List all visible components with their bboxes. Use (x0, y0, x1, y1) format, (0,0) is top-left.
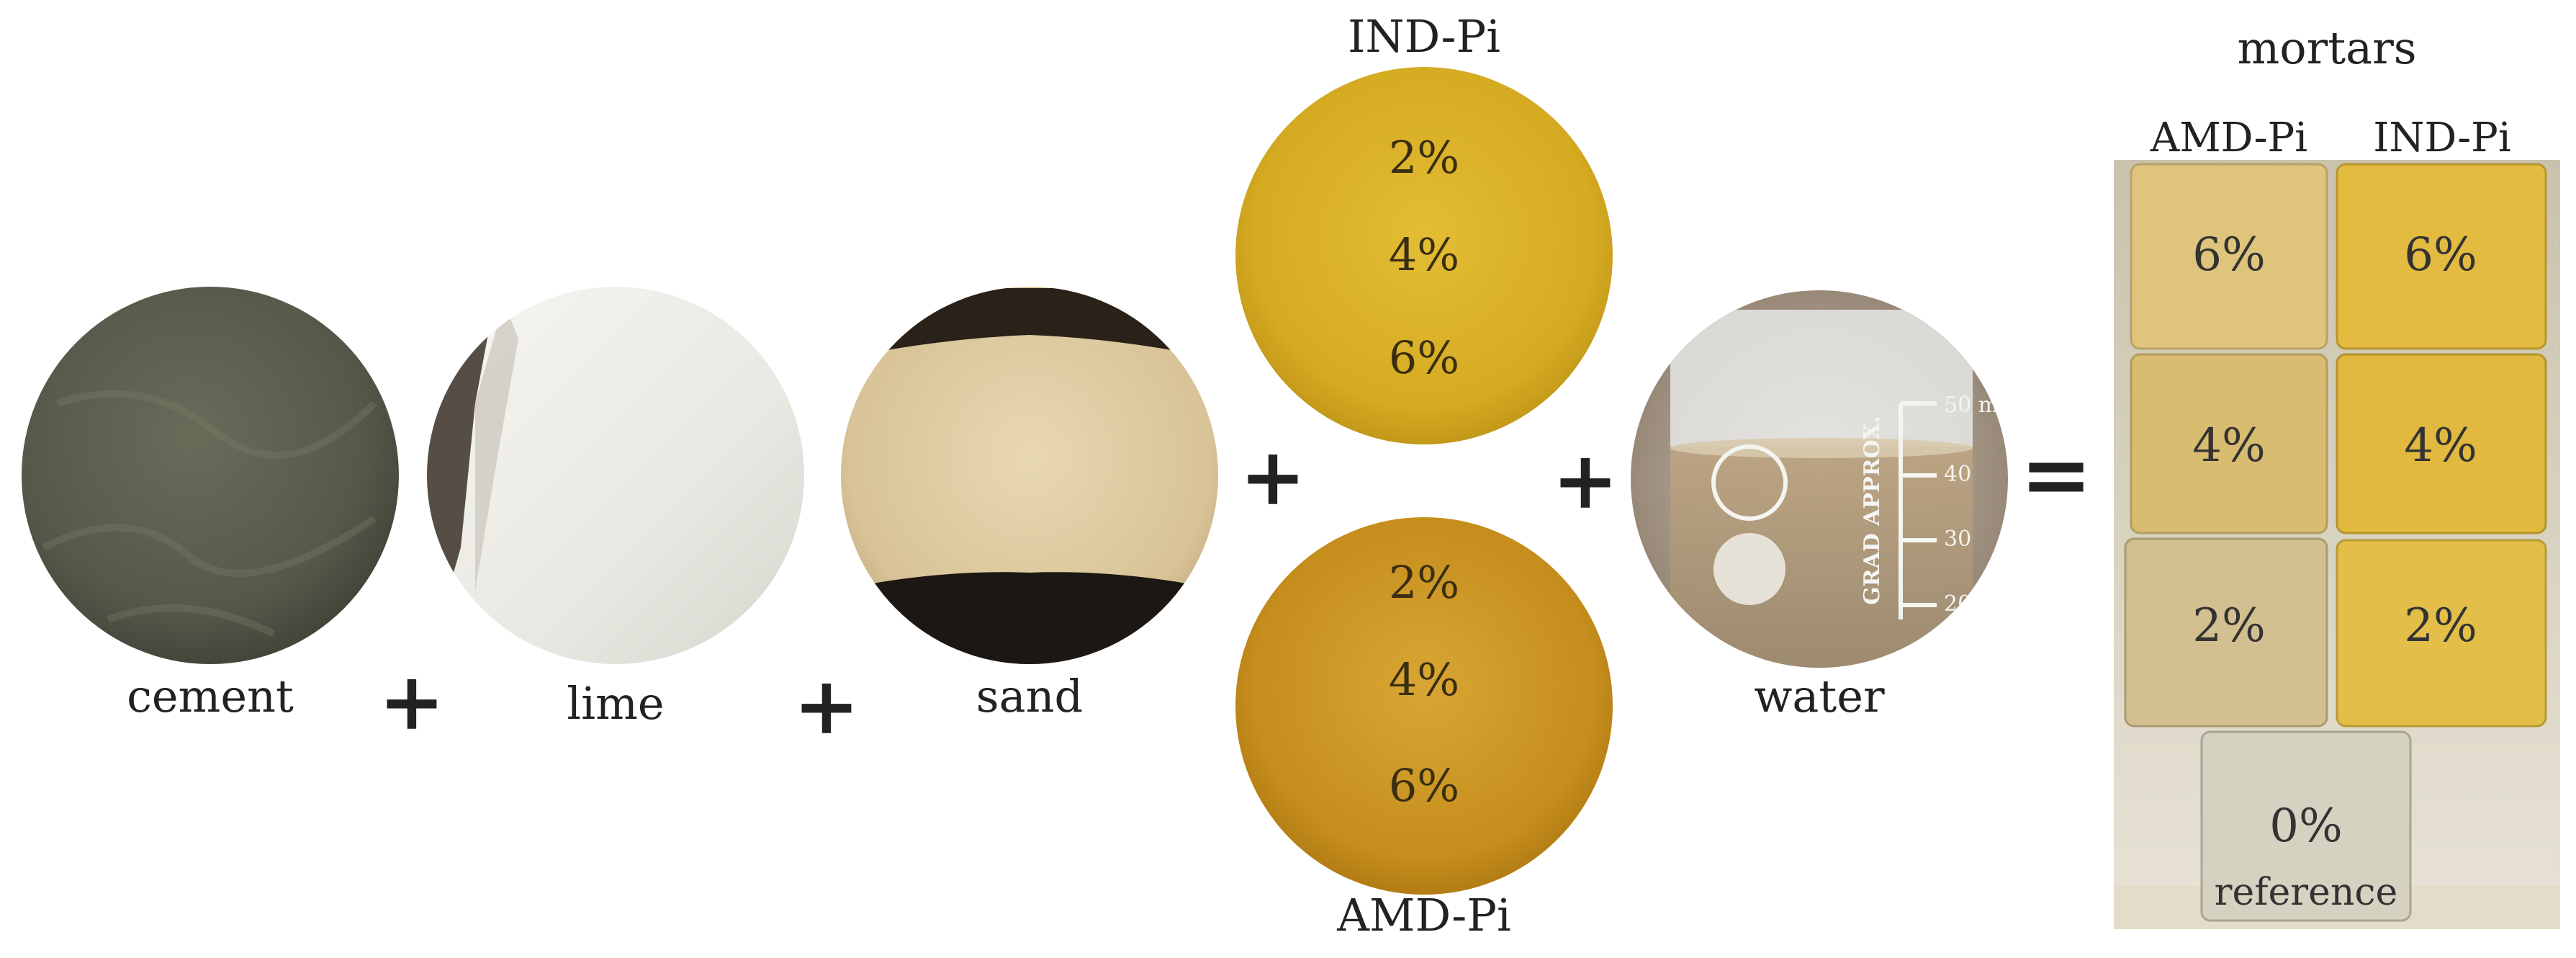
ind-pigment-photo (1235, 67, 1613, 444)
amd-level-4: 4% (1389, 653, 1459, 706)
beaker-mark-30: 30 (1944, 527, 1971, 552)
ind-level-6: 6% (1389, 331, 1459, 384)
lime-label: lime (567, 677, 664, 730)
amd-block-2 (2124, 537, 2328, 728)
lime-sample (427, 287, 804, 664)
ind-block-4-label: 4% (2404, 419, 2477, 473)
amd-block-6 (2130, 163, 2328, 350)
beaker-unit-label: 50 ml (1944, 393, 2006, 418)
ind-level-4: 4% (1389, 228, 1459, 281)
amd-block-4-label: 4% (2192, 419, 2266, 473)
plus-operator-4: + (1552, 434, 1618, 527)
equals-operator: = (2020, 424, 2093, 525)
amd-pigment-photo (1235, 517, 1613, 895)
amd-block-2-label: 2% (2192, 599, 2266, 653)
mortars-title: mortars (2237, 22, 2416, 74)
sand-sample (841, 287, 1218, 664)
beaker-mark-20: 20 (1944, 591, 1971, 617)
beaker-mark-40: 40 (1944, 462, 1971, 487)
ind-block-2-label: 2% (2404, 599, 2477, 653)
plus-operator-3: + (1240, 430, 1306, 523)
ind-level-2: 2% (1389, 131, 1459, 184)
lime-photo (427, 287, 804, 664)
ind-block-4 (2336, 353, 2547, 534)
ind-block-6-label: 6% (2404, 228, 2477, 282)
amd-block-6-label: 6% (2192, 228, 2266, 282)
plus-operator-2: + (793, 659, 860, 752)
amd-block-4 (2130, 353, 2328, 534)
amd-level-2: 2% (1389, 556, 1459, 609)
water-sample: GRAD APPROX. 50 ml 40 30 20 (1631, 290, 2008, 668)
amd-pigment-title: AMD-Pi (1336, 889, 1511, 941)
ind-pigment-title: IND-Pi (1348, 10, 1500, 63)
amd-level-6: 6% (1389, 759, 1459, 812)
cement-sample (22, 287, 399, 664)
cement-label: cement (127, 670, 294, 722)
ind-pigment-sample: 2% 4% 6% (1235, 67, 1613, 444)
plus-operator-1: + (379, 655, 445, 748)
column-header-ind: IND-Pi (2373, 115, 2511, 161)
reference-value: 0% (2269, 800, 2343, 853)
sand-label: sand (976, 670, 1083, 722)
sand-photo (841, 287, 1218, 664)
reference-label: reference (2215, 871, 2398, 914)
beaker-grad-text: GRAD APPROX. (1860, 416, 1885, 605)
cement-photo (22, 287, 399, 664)
ind-block-6 (2336, 163, 2547, 350)
amd-pigment-sample: 2% 4% 6% (1235, 517, 1613, 895)
water-label: water (1754, 670, 1885, 722)
ind-block-2 (2336, 539, 2547, 728)
reference-block (2200, 730, 2412, 922)
column-header-amd: AMD-Pi (2150, 115, 2307, 161)
beaker-logo (1711, 444, 1788, 521)
